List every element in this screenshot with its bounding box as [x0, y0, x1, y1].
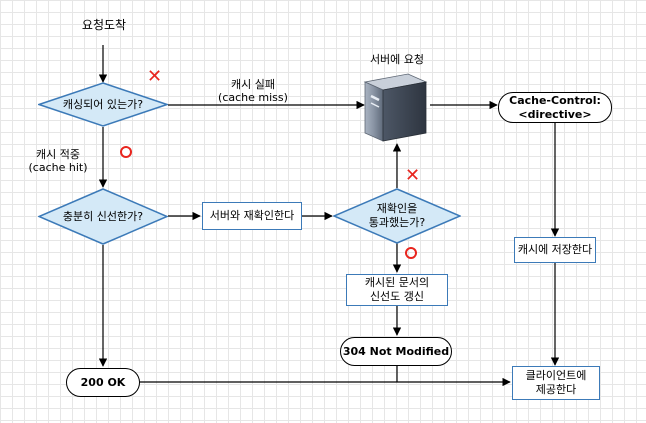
decision-is-cached-label: 캐싱되어 있는가?: [62, 97, 144, 111]
node-start: 요청도착: [81, 18, 127, 32]
edge-label-cache-hit: 캐시 적중 (cache hit): [28, 148, 88, 174]
decision-is-fresh: 충분히 신선한가?: [38, 188, 168, 245]
decision-is-cached: 캐싱되어 있는가?: [38, 82, 168, 127]
node-304-not-modified: 304 Not Modified: [340, 337, 452, 366]
node-cache-control: Cache-Control: <directive>: [498, 92, 612, 123]
server-icon: [363, 73, 428, 142]
decision-revalidation-passed: 재확인을 통과했는가?: [333, 188, 461, 244]
no-mark-icon: ✕: [405, 165, 421, 186]
node-200-ok: 200 OK: [66, 368, 140, 397]
node-revalidate-with-server: 서버와 재확인한다: [202, 202, 302, 230]
no-mark-icon: ✕: [147, 66, 163, 87]
yes-mark-icon: [405, 247, 417, 259]
node-serve-client: 클라이언트에 제공한다: [512, 366, 600, 400]
decision-revalidation-passed-label: 재확인을 통과했는가?: [368, 202, 426, 229]
node-store-in-cache: 캐시에 저장한다: [514, 237, 596, 263]
node-server-request: 서버에 요청: [369, 53, 425, 66]
node-refresh-freshness: 캐시된 문서의 신선도 갱신: [346, 274, 448, 306]
edge-label-cache-miss: 캐시 실패 (cache miss): [218, 78, 288, 104]
yes-mark-icon: [120, 146, 132, 158]
decision-is-fresh-label: 충분히 신선한가?: [62, 209, 144, 223]
